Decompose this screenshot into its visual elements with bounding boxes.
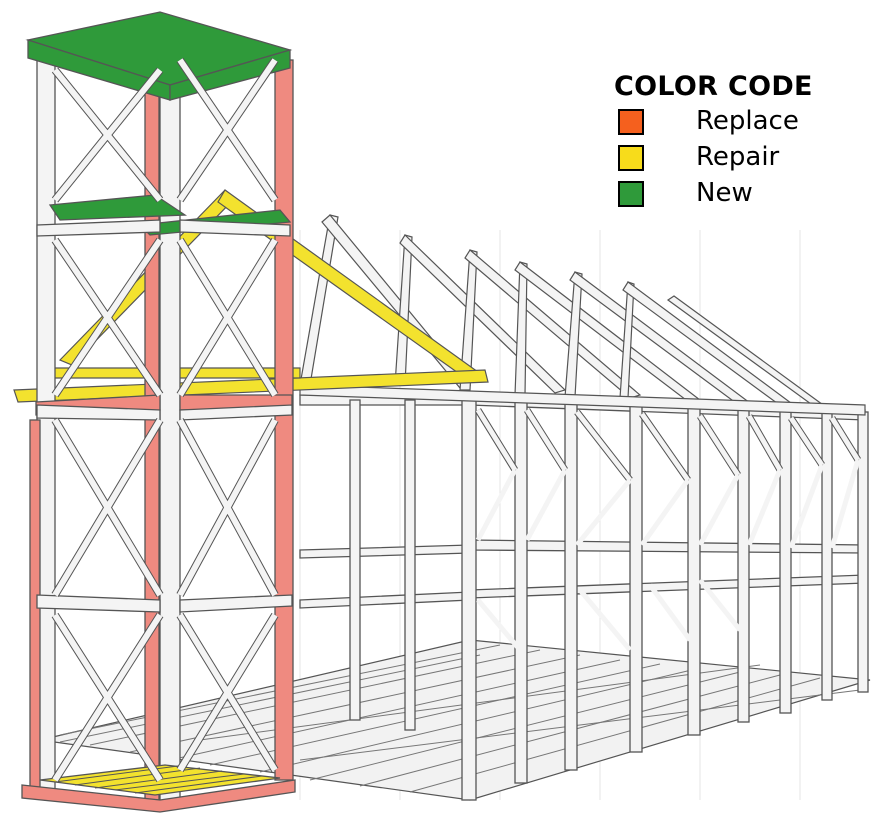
legend-label-replace: Replace	[696, 106, 799, 136]
legend-item-replace: Replace	[614, 104, 864, 140]
repair-swatch	[618, 145, 644, 171]
legend-label-new: New	[696, 178, 753, 208]
legend-item-new: New	[614, 176, 864, 212]
color-code-legend: COLOR CODE Replace Repair New	[614, 70, 864, 212]
new-swatch	[618, 181, 644, 207]
replace-swatch	[618, 109, 644, 135]
wall-braces-fill	[475, 408, 861, 652]
legend-item-repair: Repair	[614, 140, 864, 176]
tower-braces	[51, 57, 279, 783]
legend-label-repair: Repair	[696, 142, 780, 172]
legend-title: COLOR CODE	[614, 71, 813, 102]
